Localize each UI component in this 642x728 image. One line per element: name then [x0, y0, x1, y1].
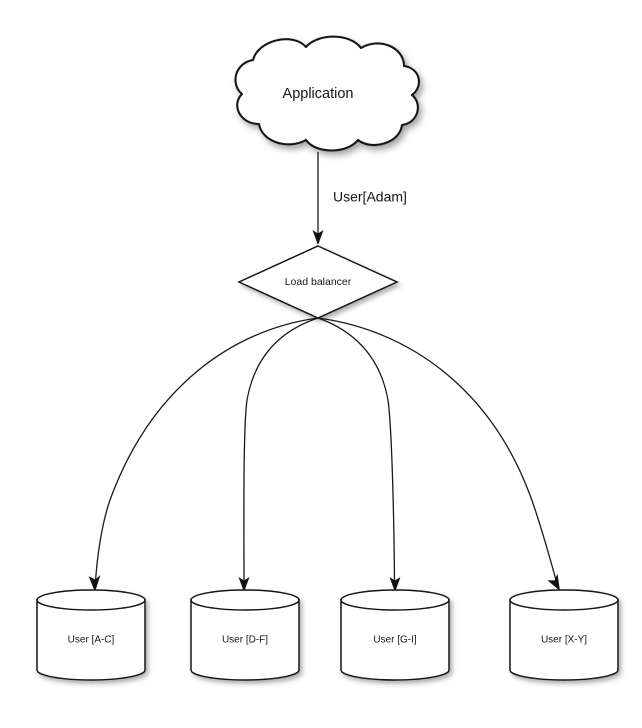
arrowhead-icon — [547, 573, 560, 591]
node-load-balancer-label: Load balancer — [285, 276, 352, 288]
edge-load-balancer-to-db-2[interactable] — [238, 317, 319, 592]
node-database-2[interactable]: User [D-F] — [190, 589, 300, 681]
cloud-icon — [234, 35, 421, 152]
arrowhead-icon — [312, 230, 324, 245]
node-database-label: User [G-I] — [373, 635, 417, 646]
cylinder-top-icon — [190, 589, 300, 611]
node-application-label: Application — [283, 86, 354, 102]
edge-line — [317, 317, 396, 582]
node-load-balancer[interactable]: Load balancer — [237, 245, 399, 319]
edge-load-balancer-to-db-4[interactable] — [317, 317, 560, 591]
cylinder-top-icon — [36, 589, 146, 611]
node-database-label: User [X-Y] — [541, 635, 587, 646]
node-database-label: User [D-F] — [222, 635, 268, 646]
edge-load-balancer-to-db-1[interactable] — [88, 317, 319, 592]
arrowhead-icon — [88, 575, 101, 592]
edge-label-user-adam: User[Adam] — [333, 189, 407, 205]
arrowhead-icon — [238, 577, 250, 592]
cylinder-icon — [340, 599, 450, 681]
node-application[interactable]: Application — [234, 35, 421, 152]
cylinder-top-icon — [509, 589, 619, 611]
node-database-4[interactable]: User [X-Y] — [509, 589, 619, 681]
node-database-3[interactable]: User [G-I] — [340, 589, 450, 681]
edge-line — [317, 317, 557, 581]
cylinder-top-icon — [340, 589, 450, 611]
cylinder-icon — [190, 599, 300, 681]
arrowhead-icon — [389, 577, 401, 592]
cylinder-icon — [36, 599, 146, 681]
edge-application-to-load-balancer[interactable]: User[Adam] — [312, 152, 407, 245]
cylinder-icon — [509, 599, 619, 681]
edge-line — [94, 317, 319, 582]
node-database-label: User [A-C] — [68, 635, 115, 646]
edge-line — [243, 317, 319, 582]
node-database-1[interactable]: User [A-C] — [36, 589, 146, 681]
edge-load-balancer-to-db-3[interactable] — [317, 317, 401, 592]
